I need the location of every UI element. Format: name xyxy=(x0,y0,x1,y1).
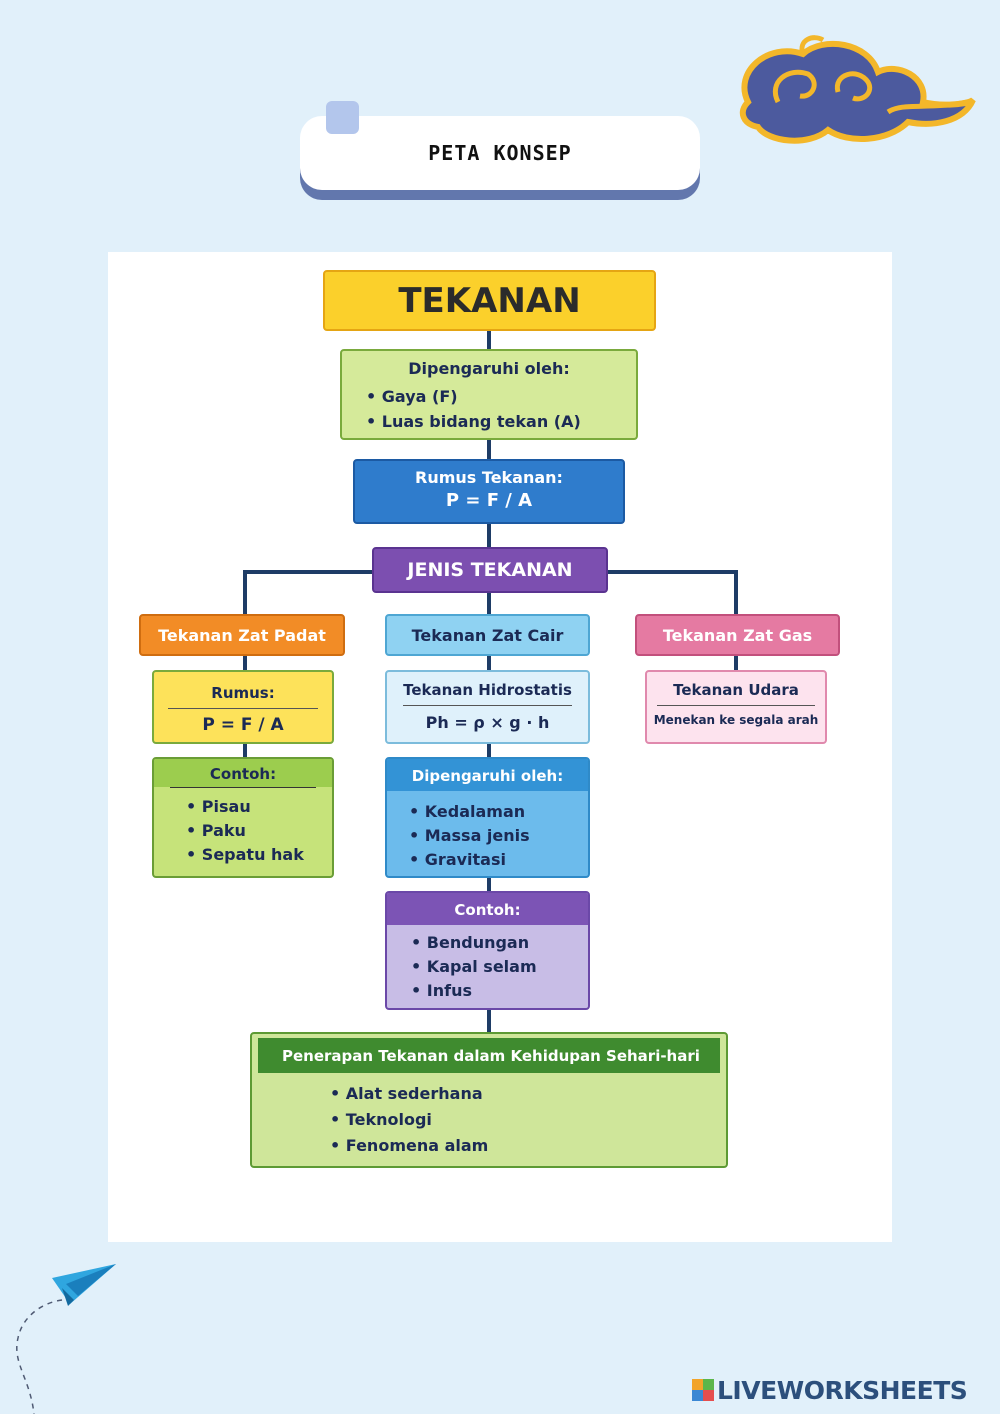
solid-examples-heading: Contoh: xyxy=(154,759,332,787)
influence-list: Gaya (F) Luas bidang tekan (A) xyxy=(366,384,636,434)
solid-formula-value: P = F / A xyxy=(202,715,284,735)
divider xyxy=(657,705,815,706)
list-item: Teknologi xyxy=(330,1107,726,1133)
application-list: Alat sederhana Teknologi Fenomena alam xyxy=(330,1081,726,1159)
liquid-pressure-node: Tekanan Zat Cair xyxy=(385,614,590,656)
list-item: Gravitasi xyxy=(409,848,588,872)
application-node: Penerapan Tekanan dalam Kehidupan Sehari… xyxy=(250,1032,728,1168)
types-heading: JENIS TEKANAN xyxy=(407,559,573,581)
liquid-influence-heading: Dipengaruhi oleh: xyxy=(387,759,588,791)
solid-formula-node: Rumus: P = F / A xyxy=(152,670,334,744)
air-pressure-description: Menekan ke segala arah xyxy=(653,713,819,727)
list-item: Gaya (F) xyxy=(366,384,636,409)
solid-heading: Tekanan Zat Padat xyxy=(158,625,326,645)
solid-formula-label: Rumus: xyxy=(211,684,275,702)
list-item: Alat sederhana xyxy=(330,1081,726,1107)
liquid-influence-list: Kedalaman Massa jenis Gravitasi xyxy=(409,800,588,872)
liquid-influence-node: Dipengaruhi oleh: Kedalaman Massa jenis … xyxy=(385,757,590,878)
liveworksheets-logo: LIVEWORKSHEETS xyxy=(692,1374,968,1406)
cloud-ornament-icon xyxy=(739,35,976,144)
hydrostatic-node: Tekanan Hidrostatis Ph = ρ × g · h xyxy=(385,670,590,744)
solid-examples-list: Pisau Paku Sepatu hak xyxy=(186,795,332,867)
list-item: Fenomena alam xyxy=(330,1133,726,1159)
gas-heading: Tekanan Zat Gas xyxy=(662,625,813,645)
air-pressure-heading: Tekanan Udara xyxy=(673,681,799,699)
list-item: Pisau xyxy=(186,795,332,819)
title-card: PETA KONSEP xyxy=(300,116,700,190)
page-title: PETA KONSEP xyxy=(428,141,572,165)
list-item: Paku xyxy=(186,819,332,843)
title-tab-decoration xyxy=(326,101,359,134)
hydrostatic-label: Tekanan Hidrostatis xyxy=(403,681,572,699)
solid-pressure-node: Tekanan Zat Padat xyxy=(139,614,345,656)
list-item: Luas bidang tekan (A) xyxy=(366,409,636,434)
list-item: Massa jenis xyxy=(409,824,588,848)
root-node-tekanan: TEKANAN xyxy=(323,270,656,331)
paper-plane-icon xyxy=(16,1264,116,1414)
liveworksheets-grid-icon xyxy=(692,1379,714,1401)
liquid-examples-node: Contoh: Bendungan Kapal selam Infus xyxy=(385,891,590,1010)
hydrostatic-formula: Ph = ρ × g · h xyxy=(425,713,550,732)
list-item: Infus xyxy=(411,979,588,1003)
liquid-examples-list: Bendungan Kapal selam Infus xyxy=(411,931,588,1003)
formula-value: P = F / A xyxy=(445,490,533,511)
types-node: JENIS TEKANAN xyxy=(372,547,608,593)
application-heading: Penerapan Tekanan dalam Kehidupan Sehari… xyxy=(258,1038,720,1073)
air-pressure-node: Tekanan Udara Menekan ke segala arah xyxy=(645,670,827,744)
formula-heading: Rumus Tekanan: xyxy=(415,468,563,487)
divider xyxy=(403,705,572,706)
root-label: TEKANAN xyxy=(398,280,581,321)
liquid-heading: Tekanan Zat Cair xyxy=(411,625,564,645)
list-item: Kapal selam xyxy=(411,955,588,979)
divider xyxy=(168,708,318,709)
list-item: Kedalaman xyxy=(409,800,588,824)
brand-text: LIVEWORKSHEETS xyxy=(717,1375,968,1405)
list-item: Bendungan xyxy=(411,931,588,955)
divider xyxy=(170,787,316,788)
influence-node: Dipengaruhi oleh: Gaya (F) Luas bidang t… xyxy=(340,349,638,440)
gas-pressure-node: Tekanan Zat Gas xyxy=(635,614,840,656)
formula-node: Rumus Tekanan: P = F / A xyxy=(353,459,625,524)
liquid-examples-heading: Contoh: xyxy=(387,893,588,925)
list-item: Sepatu hak xyxy=(186,843,332,867)
influence-heading: Dipengaruhi oleh: xyxy=(408,359,570,378)
solid-examples-node: Contoh: Pisau Paku Sepatu hak xyxy=(152,757,334,878)
